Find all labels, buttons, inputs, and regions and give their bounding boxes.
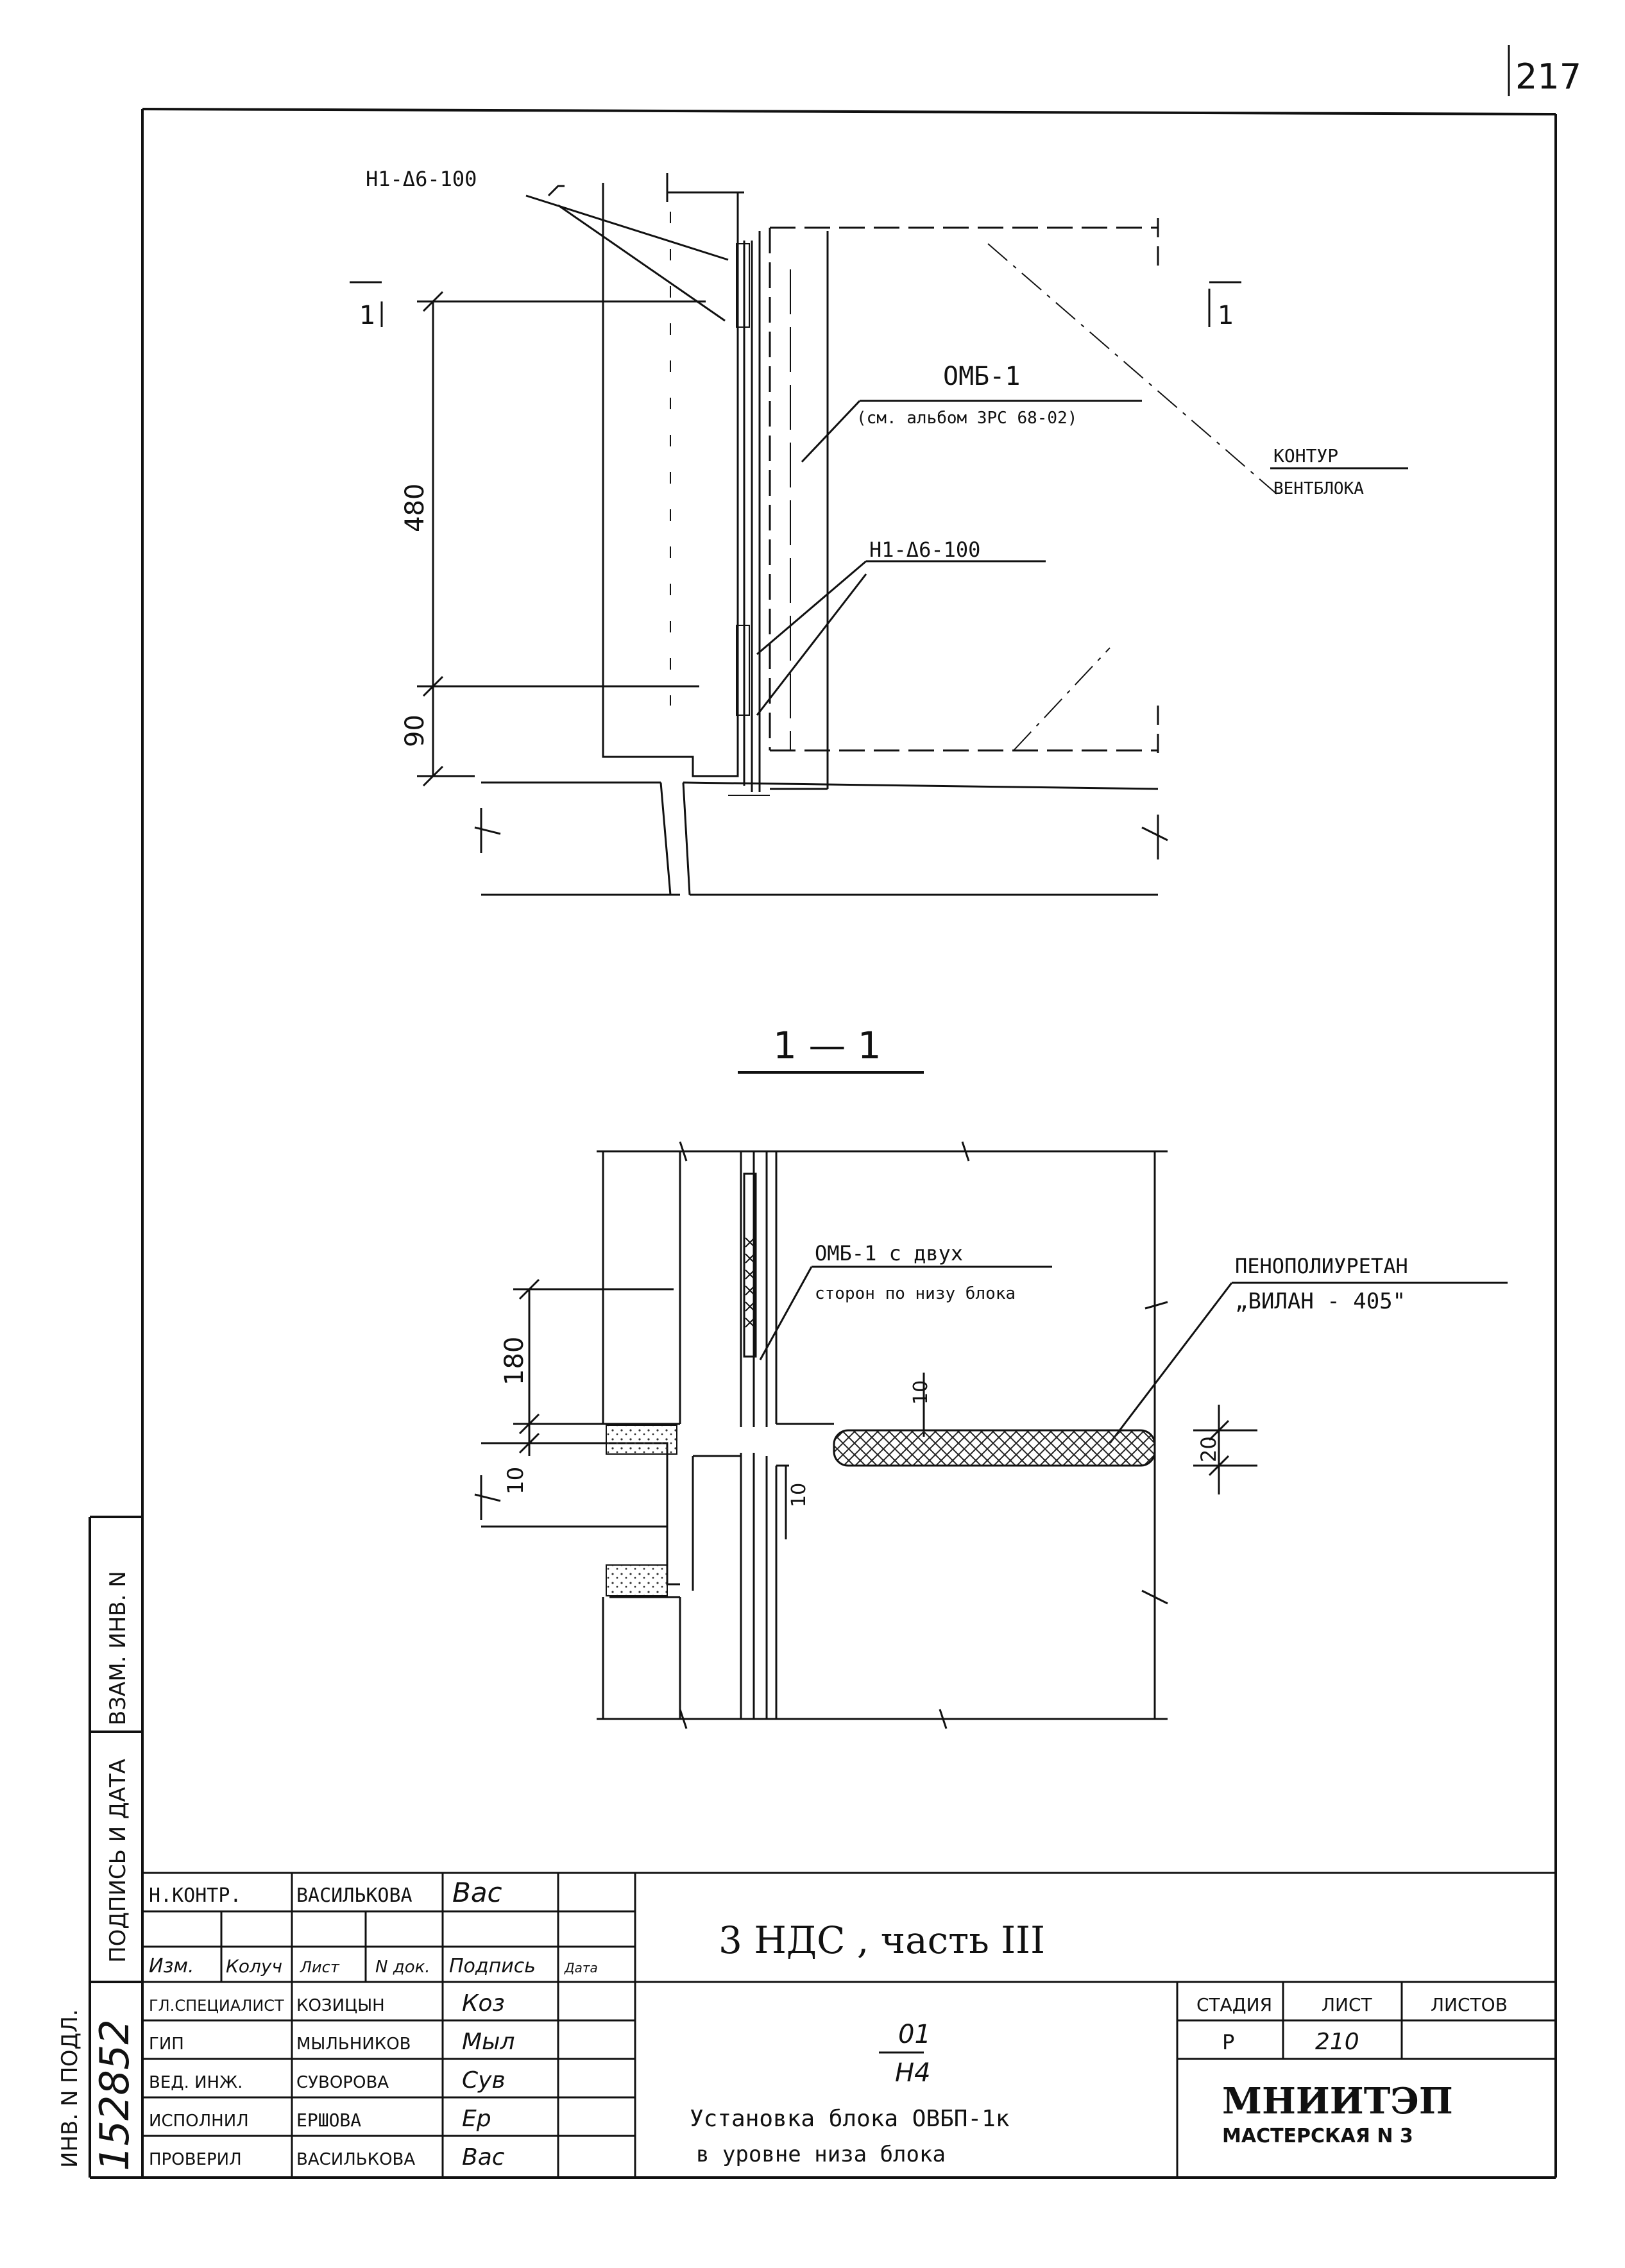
title-block-grid	[142, 1872, 1556, 2178]
dim-10-mid: 10	[788, 1483, 810, 1507]
sign-5: Вас	[462, 2144, 505, 2171]
dim-480: 480	[400, 484, 430, 532]
role-5: ПРОВЕРИЛ	[149, 2150, 242, 2169]
dim-180: 180	[500, 1337, 529, 1385]
sign-3: Сув	[462, 2067, 506, 2094]
section-mark-left: 1	[359, 301, 375, 330]
section-title-text: 1 — 1	[773, 1024, 881, 1067]
stamp-vzam: ВЗАМ. ИНВ. N	[105, 1571, 131, 1725]
omb-panel-crosses	[745, 1237, 755, 1328]
col-list: Лист	[300, 1958, 340, 1976]
name-4: ЕРШОВА	[296, 2110, 361, 2131]
role-3: ВЕД. ИНЖ.	[149, 2073, 242, 2092]
org-sub: МАСТЕРСКАЯ N 3	[1222, 2125, 1413, 2147]
role-0: Н.КОНТР.	[149, 1884, 242, 1907]
col-izm: Изм.	[149, 1955, 194, 1977]
panel-ref: (см. альбом 3РС 68-02)	[856, 409, 1077, 428]
role-1: ГЛ.СПЕЦИАЛИСТ	[149, 1997, 284, 2015]
code-top: 01	[898, 2020, 931, 2049]
name-5: ВАСИЛЬКОВА	[296, 2150, 415, 2169]
anchor-top-label: Н1-Δ6-100	[366, 167, 477, 191]
col-ndok: N док.	[375, 1958, 430, 1977]
col-data: Дата	[564, 1960, 598, 1976]
role-2: ГИП	[149, 2035, 184, 2054]
name-1: КОЗИЦЫН	[296, 1996, 385, 2015]
description-line-2: в уровне низа блока	[696, 2142, 946, 2167]
section-fills	[606, 1237, 1156, 1596]
dim-20: 20	[1196, 1436, 1221, 1462]
section-view	[474, 1141, 1508, 1729]
sign-1: Коз	[462, 1990, 505, 2017]
sheet-value: 210	[1315, 2029, 1359, 2055]
sheets-header: ЛИСТОВ	[1431, 1994, 1508, 2015]
anchor-mid-label: Н1-Δ6-100	[869, 537, 980, 562]
sheet-frame	[89, 108, 1557, 2179]
dim-10-left: 10	[503, 1467, 529, 1494]
stage-value: Р	[1222, 2030, 1234, 2054]
description-line-1: Установка блока ОВБП-1к	[690, 2106, 1010, 2132]
name-3: СУВОРОВА	[296, 2073, 389, 2092]
foam-label-1: ПЕНОПОЛИУРЕТАН	[1235, 1254, 1408, 1278]
section-labels: ОМБ-1 с двух сторон по низу блока ПЕНОПО…	[500, 1241, 1408, 1507]
name-0: ВАСИЛЬКОВА	[296, 1884, 413, 1907]
panel-label: ОМБ-1	[943, 362, 1020, 391]
role-4: ИСПОЛНИЛ	[149, 2111, 249, 2131]
title-block-text: 3 НДС , часть III 01 Н4 Установка блока …	[149, 1877, 1508, 2171]
col-podpis: Подпись	[449, 1955, 536, 1977]
org-name: МНИИТЭП	[1222, 2080, 1453, 2122]
foam-insulation	[833, 1429, 1156, 1467]
code-bottom: Н4	[895, 2058, 931, 2088]
elevation-view	[350, 173, 1408, 896]
side-stamps: ВЗАМ. ИНВ. N ПОДПИСЬ И ДАТА ИНВ. N ПОДЛ.…	[57, 1571, 138, 2171]
col-koluch: Колуч	[226, 1956, 282, 1977]
stamp-inv: ИНВ. N ПОДЛ.	[57, 2010, 83, 2168]
stage-header: СТАДИЯ	[1196, 1994, 1272, 2015]
sheet-header: ЛИСТ	[1322, 1994, 1373, 2015]
name-2: МЫЛЬНИКОВ	[296, 2035, 411, 2054]
sign-4: Ер	[462, 2106, 491, 2132]
elevation-labels: Н1-Δ6-100 Н1-Δ6-100 ОМБ-1 (см. альбом 3Р…	[359, 167, 1364, 747]
project-title: 3 НДС , часть III	[719, 1918, 1045, 1962]
sign-2: Мыл	[462, 2029, 515, 2055]
contour-label-1: КОНТУР	[1273, 445, 1338, 466]
page-number: 217	[1508, 45, 1581, 97]
foam-label-2: „ВИЛАН - 405"	[1235, 1289, 1406, 1314]
stamp-podpis: ПОДПИСЬ И ДАТА	[105, 1759, 131, 1963]
dim-10-foam: 10	[910, 1380, 932, 1405]
section-mark-right: 1	[1218, 301, 1234, 330]
contour-label-2: ВЕНТБЛОКА	[1273, 479, 1364, 498]
stamp-inv-number: 152852	[91, 2019, 138, 2171]
mortar-joint-top	[606, 1425, 677, 1455]
mortar-joint-bottom	[606, 1564, 668, 1596]
page-number-text: 217	[1515, 56, 1581, 97]
dim-90: 90	[400, 715, 430, 747]
omb-label-1: ОМБ-1 с двух	[815, 1241, 963, 1265]
omb-label-2: сторон по низу блока	[815, 1284, 1016, 1303]
sign-0: Вас	[452, 1877, 502, 1908]
section-title: 1 — 1	[738, 1024, 924, 1074]
